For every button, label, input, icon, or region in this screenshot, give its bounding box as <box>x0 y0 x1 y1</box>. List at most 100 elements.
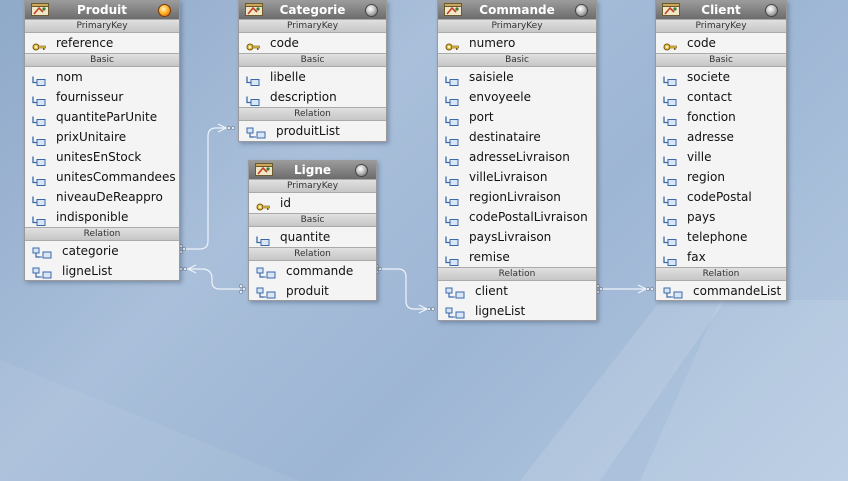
field-label: produitList <box>276 124 340 138</box>
entity-icon <box>255 163 273 176</box>
field-label: regionLivraison <box>469 190 561 204</box>
field-row[interactable]: regionLivraison <box>438 187 596 207</box>
field-row[interactable]: adresse <box>656 127 786 147</box>
link-ligne-commande <box>381 268 427 310</box>
field-row[interactable]: destinataire <box>438 127 596 147</box>
relation-row[interactable]: client <box>438 281 596 301</box>
field-row[interactable]: paysLivraison <box>438 227 596 247</box>
field-row[interactable]: telephone <box>656 227 786 247</box>
field-row[interactable]: prixUnitaire <box>25 127 179 147</box>
categorie-header[interactable]: Categorie <box>239 1 386 19</box>
entity-title: Commande <box>479 3 555 17</box>
collapse-knob-icon[interactable] <box>365 4 378 17</box>
field-icon <box>246 72 260 86</box>
relation-row[interactable]: ligneList <box>25 261 179 281</box>
collapse-knob-icon[interactable] <box>575 4 588 17</box>
field-row[interactable]: indisponible <box>25 207 179 227</box>
relation-row[interactable]: commande <box>249 261 376 281</box>
field-icon <box>663 172 677 186</box>
field-row[interactable]: description <box>239 87 386 107</box>
field-icon <box>663 132 677 146</box>
commande-header[interactable]: Commande <box>438 1 596 19</box>
relation-row[interactable]: produit <box>249 281 376 301</box>
field-label: description <box>270 90 337 104</box>
field-row[interactable]: ville <box>656 147 786 167</box>
field-label: reference <box>56 36 114 50</box>
section-primary-key: PrimaryKey <box>656 19 786 33</box>
field-row[interactable]: saisiele <box>438 67 596 87</box>
field-row[interactable]: fournisseur <box>25 87 179 107</box>
collapse-knob-icon[interactable] <box>765 4 778 17</box>
field-row[interactable]: code <box>239 33 386 53</box>
relation-icon <box>445 305 465 319</box>
relation-row[interactable]: produitList <box>239 121 386 141</box>
field-icon <box>256 232 270 246</box>
field-row[interactable]: quantite <box>249 227 376 247</box>
field-row[interactable]: societe <box>656 67 786 87</box>
field-icon <box>663 112 677 126</box>
field-row[interactable]: contact <box>656 87 786 107</box>
field-row[interactable]: numero <box>438 33 596 53</box>
field-row[interactable]: libelle <box>239 67 386 87</box>
entity-icon <box>245 3 263 16</box>
field-icon <box>32 72 46 86</box>
field-icon <box>663 252 677 266</box>
produit-header[interactable]: Produit <box>25 1 179 19</box>
field-row[interactable]: region <box>656 167 786 187</box>
section-basic: Basic <box>249 213 376 227</box>
field-row[interactable]: fax <box>656 247 786 267</box>
field-row[interactable]: unitesCommandees <box>25 167 179 187</box>
field-icon <box>32 172 46 186</box>
field-label: adresseLivraison <box>469 150 570 164</box>
field-row[interactable]: codePostal <box>656 187 786 207</box>
field-row[interactable]: pays <box>656 207 786 227</box>
collapse-knob-icon[interactable] <box>158 4 171 17</box>
field-row[interactable]: envoyeele <box>438 87 596 107</box>
field-row[interactable]: port <box>438 107 596 127</box>
field-row[interactable]: villeLivraison <box>438 167 596 187</box>
field-row[interactable]: adresseLivraison <box>438 147 596 167</box>
entity-icon <box>31 3 49 16</box>
field-label: contact <box>687 90 732 104</box>
field-label: client <box>475 284 508 298</box>
relation-icon <box>246 125 266 139</box>
field-label: adresse <box>687 130 734 144</box>
field-label: codePostalLivraison <box>469 210 588 224</box>
field-row[interactable]: code <box>656 33 786 53</box>
field-row[interactable]: reference <box>25 33 179 53</box>
field-row[interactable]: quantiteParUnite <box>25 107 179 127</box>
field-label: port <box>469 110 494 124</box>
link-produit-ligne <box>186 268 240 290</box>
field-label: quantiteParUnite <box>56 110 158 124</box>
field-row[interactable]: nom <box>25 67 179 87</box>
field-row[interactable]: remise <box>438 247 596 267</box>
field-icon <box>445 232 459 246</box>
field-label: commandeList <box>693 284 782 298</box>
field-row[interactable]: codePostalLivraison <box>438 207 596 227</box>
section-primary-key: PrimaryKey <box>25 19 179 33</box>
field-icon <box>663 92 677 106</box>
relation-row[interactable]: categorie <box>25 241 179 261</box>
field-label: fax <box>687 250 706 264</box>
relation-row[interactable]: ligneList <box>438 301 596 321</box>
relation-row[interactable]: commandeList <box>656 281 786 301</box>
field-icon <box>663 192 677 206</box>
collapse-knob-icon[interactable] <box>355 164 368 177</box>
field-row[interactable]: fonction <box>656 107 786 127</box>
section-primary-key: PrimaryKey <box>239 19 386 33</box>
field-row[interactable]: niveauDeReappro <box>25 187 179 207</box>
ligne-header[interactable]: Ligne <box>249 161 376 179</box>
section-basic: Basic <box>239 53 386 67</box>
field-row[interactable]: id <box>249 193 376 213</box>
field-label: fournisseur <box>56 90 124 104</box>
field-label: unitesCommandees <box>56 170 176 184</box>
field-icon <box>32 112 46 126</box>
field-label: quantite <box>280 230 331 244</box>
field-row[interactable]: unitesEnStock <box>25 147 179 167</box>
client-header[interactable]: Client <box>656 1 786 19</box>
